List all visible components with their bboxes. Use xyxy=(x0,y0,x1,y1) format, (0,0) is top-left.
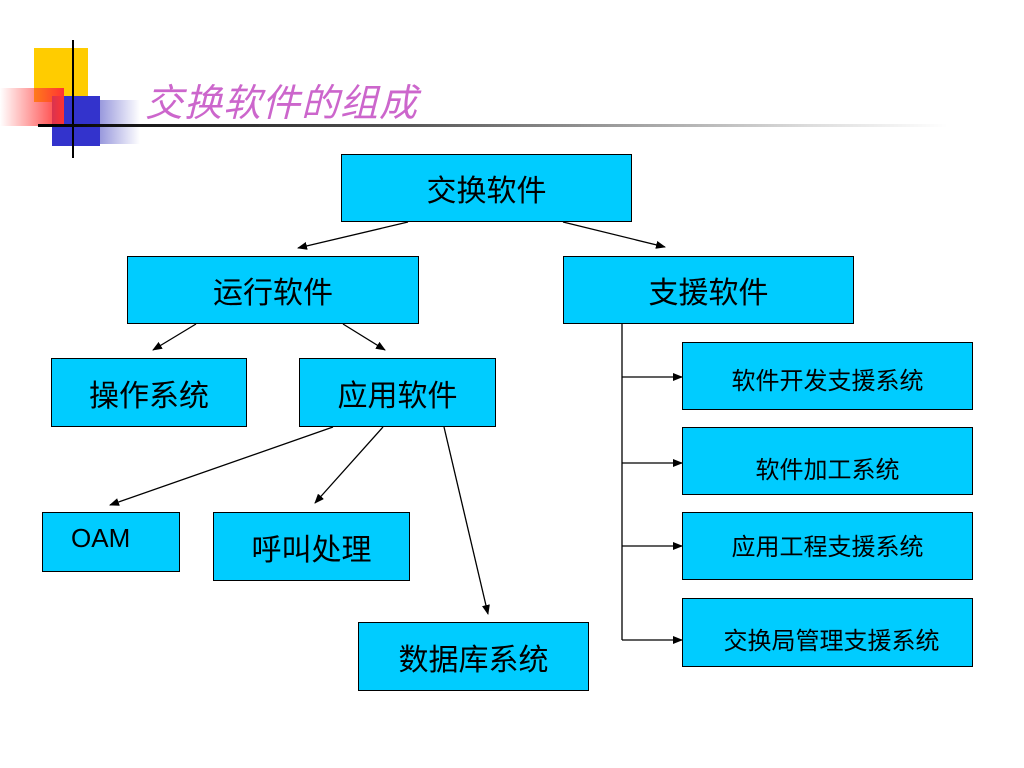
node-software-processing: 软件加工系统 xyxy=(682,427,973,495)
arrow-app-to-call xyxy=(314,426,384,504)
decor-vertical-line xyxy=(72,40,74,158)
node-oam: OAM xyxy=(42,512,180,572)
title-underline xyxy=(38,124,948,127)
node-exchange-management-support: 交换局管理支援系统 xyxy=(682,598,973,667)
arrow-run-to-app xyxy=(342,323,386,351)
node-software-dev-support: 软件开发支援系统 xyxy=(682,342,973,410)
node-database-system: 数据库系统 xyxy=(358,622,589,691)
node-application-engineering-support: 应用工程支援系统 xyxy=(682,512,973,580)
node-support-software: 支援软件 xyxy=(563,256,854,324)
arrow-root-to-support xyxy=(562,221,666,249)
node-operating-system: 操作系统 xyxy=(51,358,247,427)
arrow-run-to-os xyxy=(152,323,197,351)
page-title: 交换软件的组成 xyxy=(145,81,419,125)
decor-blue-gradient xyxy=(100,100,140,144)
arrow-root-to-run xyxy=(297,221,409,250)
arrow-app-to-oam xyxy=(109,426,334,506)
arrow-app-to-db xyxy=(443,426,490,615)
node-application-software: 应用软件 xyxy=(299,358,496,427)
decor-red-gradient xyxy=(0,88,64,126)
node-switching-software: 交换软件 xyxy=(341,154,632,222)
node-runtime-software: 运行软件 xyxy=(127,256,419,324)
node-call-processing: 呼叫处理 xyxy=(213,512,410,581)
